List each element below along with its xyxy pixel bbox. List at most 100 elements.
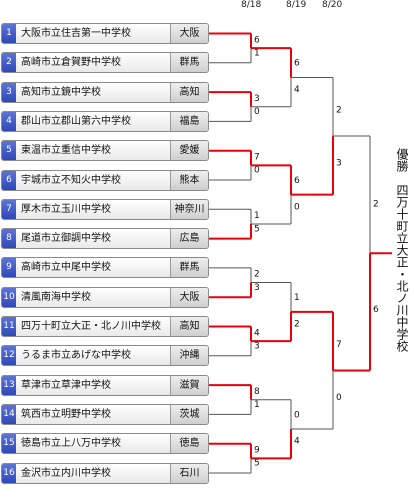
score-label: 8 — [254, 387, 260, 397]
prefecture-label: 愛媛 — [170, 141, 208, 161]
score-label: 0 — [294, 202, 300, 212]
school-name: 筑西市立明野中学校 — [21, 408, 111, 420]
score-label: 2 — [373, 199, 379, 209]
school-name: 高崎市立中尾中学校 — [21, 262, 111, 274]
score-label: 6 — [294, 59, 300, 69]
school-name: 厚木市立玉川中学校 — [21, 203, 111, 215]
prefecture-label: 福島 — [170, 111, 208, 131]
prefecture-label: 沖縄 — [170, 346, 208, 366]
school-name: 清風南海中学校 — [21, 291, 91, 303]
prefecture-label: 高知 — [170, 317, 208, 336]
score-label: 0 — [254, 107, 260, 117]
school-name: 東温市立重信中学校 — [21, 145, 111, 157]
team-row: 9 高崎市立中尾中学校 群馬 — [1, 257, 209, 279]
seed-number: 5 — [2, 141, 16, 161]
score-label: 3 — [254, 341, 260, 351]
school-name: 高崎市立倉賀野中学校 — [21, 57, 121, 69]
score-label: 0 — [254, 166, 260, 176]
score-label: 4 — [294, 437, 300, 447]
team-row: 2 高崎市立倉賀野中学校 群馬 — [1, 52, 209, 74]
school-name: うるま市立あげな中学校 — [21, 350, 131, 362]
score-label: 3 — [254, 94, 260, 104]
seed-number: 9 — [2, 258, 16, 278]
seed-number: 12 — [2, 346, 16, 366]
score-label: 2 — [254, 270, 260, 280]
seed-number: 14 — [2, 404, 16, 424]
seed-number: 1 — [2, 24, 16, 43]
seed-number: 16 — [2, 463, 16, 483]
seed-number: 4 — [2, 111, 16, 131]
date-round-3: 8/20 — [322, 0, 343, 10]
seed-number: 7 — [2, 199, 16, 219]
score-label: 0 — [336, 393, 342, 403]
prefecture-label: 大阪 — [170, 24, 208, 43]
team-row: 8 尾道市立御調中学校 広島 — [1, 228, 209, 250]
team-row: 3 高知市立鏡中学校 高知 — [1, 81, 209, 103]
prefecture-label: 神奈川 — [170, 199, 208, 219]
seed-number: 2 — [2, 53, 16, 73]
seed-number: 6 — [2, 170, 16, 190]
score-label: 7 — [254, 152, 260, 162]
date-round-1: 8/18 — [241, 0, 262, 10]
school-name: 宇城市立不知火中学校 — [21, 174, 121, 186]
prefecture-label: 滋賀 — [170, 375, 208, 395]
team-row: 15 徳島市立上八万中学校 徳島 — [1, 433, 209, 455]
score-label: 9 — [254, 445, 260, 455]
team-row: 14 筑西市立明野中学校 茨城 — [1, 403, 209, 425]
prefecture-label: 高知 — [170, 82, 208, 102]
score-label: 4 — [254, 328, 260, 338]
seed-number: 13 — [2, 375, 16, 395]
team-row: 7 厚木市立玉川中学校 神奈川 — [1, 198, 209, 220]
school-name: 草津市立草津中学校 — [21, 379, 111, 391]
prefecture-label: 群馬 — [170, 258, 208, 278]
school-name: 金沢市立内川中学校 — [21, 467, 111, 479]
champion-title: 優勝 — [395, 148, 409, 172]
prefecture-label: 石川 — [170, 463, 208, 483]
seed-number: 11 — [2, 317, 16, 336]
score-label: 6 — [294, 176, 300, 186]
score-label: 1 — [254, 400, 260, 410]
prefecture-label: 広島 — [170, 229, 208, 249]
school-name: 尾道市立御調中学校 — [21, 233, 111, 245]
score-label: 4 — [294, 85, 300, 95]
school-name: 徳島市立上八万中学校 — [21, 438, 121, 450]
team-row: 5 東温市立重信中学校 愛媛 — [1, 140, 209, 162]
prefecture-label: 熊本 — [170, 170, 208, 190]
score-label: 0 — [294, 410, 300, 420]
prefecture-label: 大阪 — [170, 287, 208, 307]
score-label: 6 — [373, 305, 379, 315]
champion-school: 四万十町立大正・北ノ川中学校 — [395, 184, 409, 352]
score-label: 1 — [254, 211, 260, 221]
school-name: 四万十町立大正・北ノ川中学校 — [21, 321, 161, 332]
score-label: 3 — [254, 283, 260, 293]
seed-number: 8 — [2, 229, 16, 249]
team-row: 13 草津市立草津中学校 滋賀 — [1, 374, 209, 396]
prefecture-label: 徳島 — [170, 434, 208, 454]
prefecture-label: 群馬 — [170, 53, 208, 73]
school-name: 郡山市立郡山第六中学校 — [21, 115, 131, 127]
score-label: 1 — [254, 48, 260, 58]
score-label: 1 — [294, 293, 300, 303]
score-label: 6 — [254, 35, 260, 45]
team-row: 4 郡山市立郡山第六中学校 福島 — [1, 110, 209, 132]
score-label: 7 — [336, 340, 342, 350]
team-row: 12 うるま市立あげな中学校 沖縄 — [1, 345, 209, 367]
team-row: 6 宇城市立不知火中学校 熊本 — [1, 169, 209, 191]
champion-label: 優勝四万十町立大正・北ノ川中学校 — [395, 148, 409, 352]
prefecture-label: 茨城 — [170, 404, 208, 424]
school-name: 高知市立鏡中学校 — [21, 86, 101, 98]
seed-number: 10 — [2, 287, 16, 307]
seed-number: 15 — [2, 434, 16, 454]
team-row: 16 金沢市立内川中学校 石川 — [1, 462, 209, 484]
score-label: 3 — [336, 158, 342, 168]
team-row: 11 四万十町立大正・北ノ川中学校高知 — [1, 316, 209, 337]
team-row: 10 清風南海中学校 大阪 — [1, 286, 209, 308]
score-label: 2 — [294, 320, 300, 330]
score-label: 5 — [254, 459, 260, 469]
score-label: 2 — [336, 106, 342, 116]
seed-number: 3 — [2, 82, 16, 102]
date-round-2: 8/19 — [286, 0, 307, 10]
score-label: 5 — [254, 224, 260, 234]
